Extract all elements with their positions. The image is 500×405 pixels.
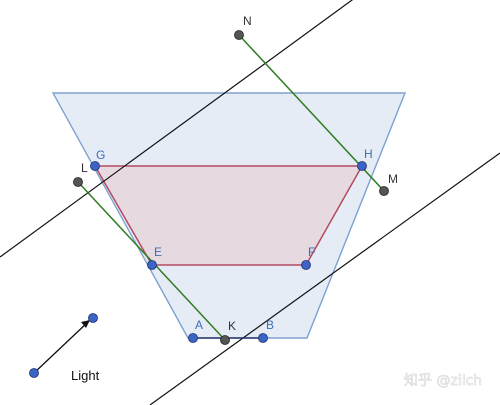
- point-A: [188, 333, 198, 343]
- label-A: A: [195, 318, 203, 332]
- point-G: [90, 161, 100, 171]
- light-label: Light: [71, 368, 100, 383]
- label-M: M: [388, 172, 398, 186]
- point-H: [357, 161, 367, 171]
- point-N: [234, 30, 244, 40]
- line-through-A-K-F-M: [149, 152, 500, 405]
- light-arrow-head: [81, 320, 90, 328]
- point-M: [379, 186, 389, 196]
- label-L: L: [81, 161, 88, 175]
- watermark-text: 知乎 @zilch: [404, 372, 482, 389]
- label-B: B: [266, 318, 274, 332]
- light-arrow-start-point: [29, 368, 39, 378]
- label-G: G: [96, 148, 105, 162]
- point-F: [301, 260, 311, 270]
- light-arrow-end-point: [88, 313, 98, 323]
- point-E: [147, 260, 157, 270]
- label-F: F: [308, 245, 315, 259]
- point-K: [220, 335, 230, 345]
- point-L: [73, 177, 83, 187]
- line-through-N-G-L: [0, 0, 354, 258]
- point-B: [258, 333, 268, 343]
- light-arrow-line: [33, 321, 89, 374]
- label-N: N: [243, 14, 252, 28]
- label-E: E: [154, 245, 162, 259]
- label-K: K: [228, 319, 236, 333]
- label-H: H: [364, 147, 373, 161]
